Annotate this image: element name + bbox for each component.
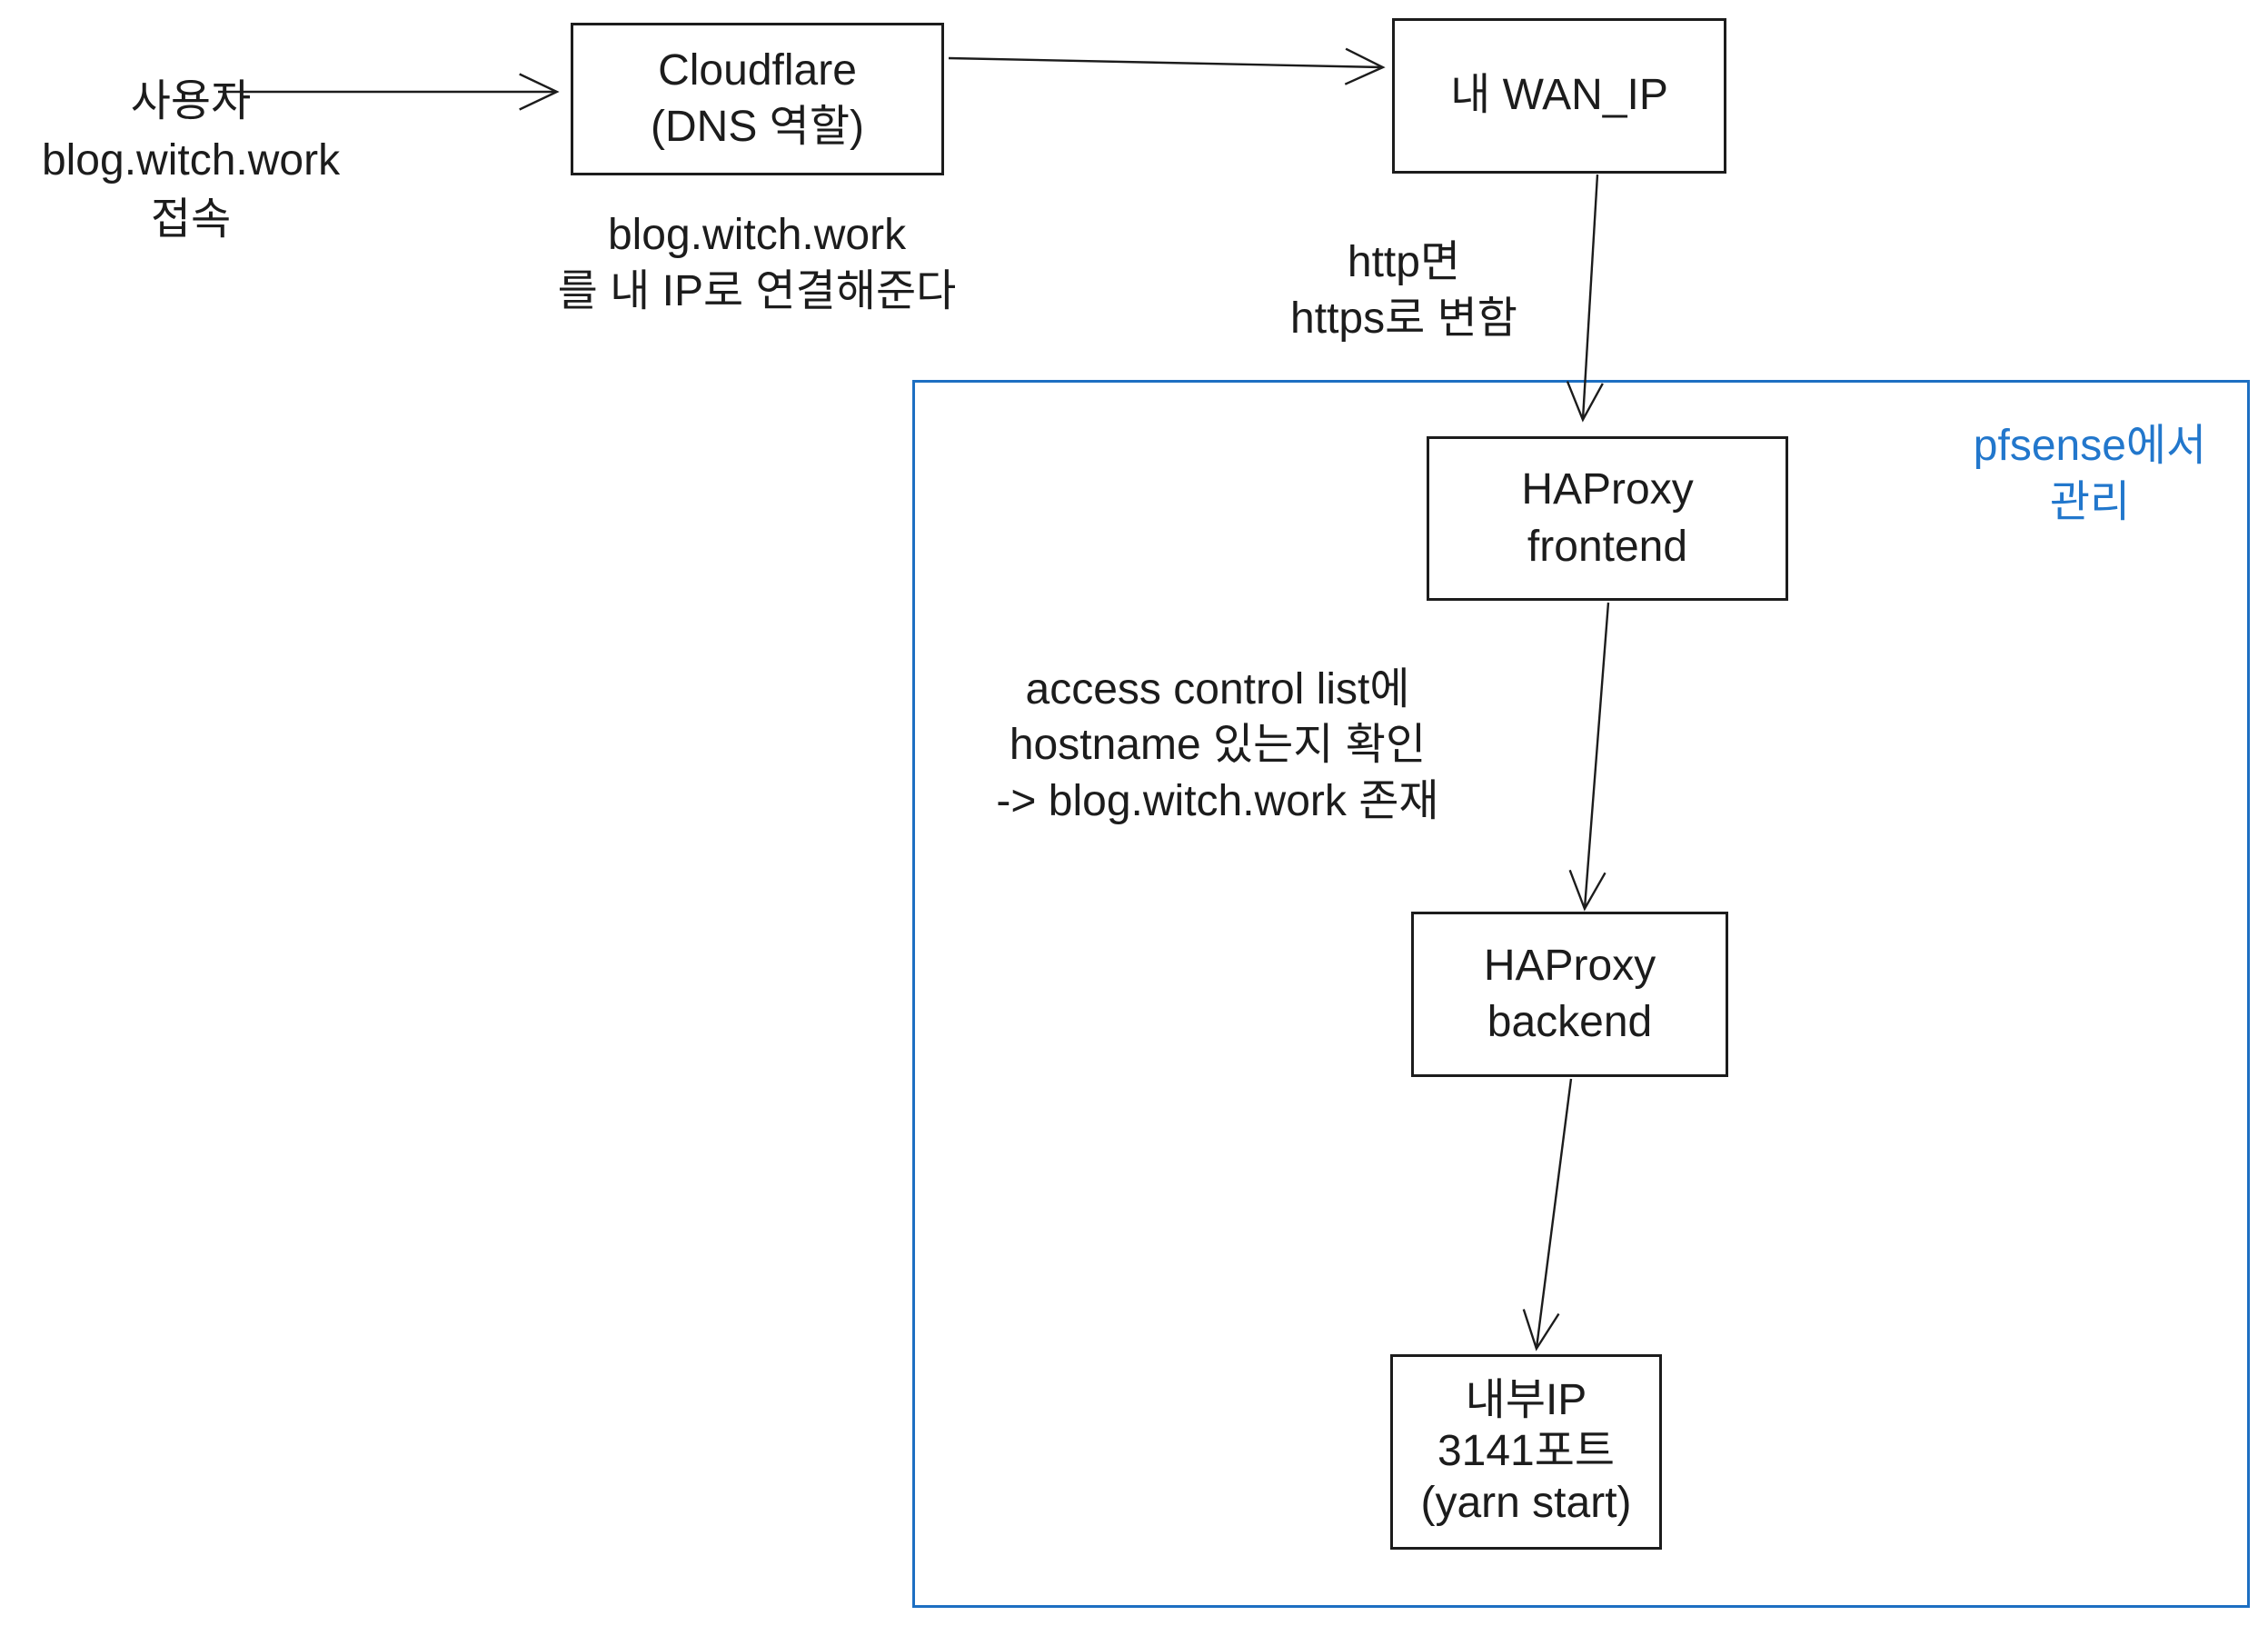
pfsense-region-label-line-1: pfsense에서 bbox=[1973, 422, 2207, 470]
wan-ip-node: 내 WAN_IP bbox=[1392, 18, 1726, 174]
http-redirect-note: http면 https로 변함 bbox=[1222, 234, 1586, 348]
cloudflare-node-subtitle: (DNS 역할) bbox=[651, 103, 864, 151]
haproxy-backend-node-line-2: backend bbox=[1487, 998, 1653, 1046]
haproxy-backend-node: HAProxy backend bbox=[1411, 912, 1728, 1077]
cloudflare-note-line-1: blog.witch.work bbox=[607, 211, 907, 259]
user-label: 사용자 blog.witch.work 접속 bbox=[0, 73, 382, 249]
http-redirect-note-line-1: http면 bbox=[1347, 238, 1461, 286]
haproxy-frontend-node-line-1: HAProxy bbox=[1521, 465, 1694, 514]
acl-check-note: access control list에 hostname 있는지 확인 -> … bbox=[981, 662, 1454, 829]
wan-ip-node-label: 내 WAN_IP bbox=[1450, 71, 1668, 120]
haproxy-backend-node-line-1: HAProxy bbox=[1483, 941, 1656, 990]
internal-server-node-line-2: 3141포트 bbox=[1437, 1427, 1616, 1476]
haproxy-frontend-node-line-2: frontend bbox=[1527, 522, 1688, 571]
cloudflare-node: Cloudflare (DNS 역할) bbox=[571, 23, 944, 175]
internal-server-node-line-3: (yarn start) bbox=[1420, 1478, 1632, 1527]
acl-check-note-line-1: access control list에 bbox=[1025, 665, 1410, 713]
http-redirect-note-line-2: https로 변함 bbox=[1290, 294, 1517, 344]
pfsense-region-label-line-2: 관리 bbox=[2049, 478, 2131, 527]
pfsense-region-label: pfsense에서 관리 bbox=[1935, 418, 2244, 532]
user-label-line-1: 사용자 bbox=[130, 77, 252, 125]
cloudflare-note-line-2: 를 내 IP로 연결해준다 bbox=[557, 267, 957, 316]
internal-server-node: 내부IP 3141포트 (yarn start) bbox=[1390, 1354, 1662, 1550]
internal-server-node-line-1: 내부IP bbox=[1465, 1376, 1587, 1425]
arrow-cloudflare-to-wan bbox=[948, 47, 1386, 85]
acl-check-note-line-3: -> blog.witch.work 존재 bbox=[996, 776, 1439, 825]
cloudflare-note: blog.witch.work 를 내 IP로 연결해준다 bbox=[484, 207, 1030, 321]
acl-check-note-line-2: hostname 있는지 확인 bbox=[1009, 721, 1427, 770]
haproxy-frontend-node: HAProxy frontend bbox=[1427, 436, 1788, 601]
cloudflare-node-title: Cloudflare bbox=[658, 45, 857, 95]
user-label-line-2: blog.witch.work bbox=[41, 135, 341, 185]
user-label-line-3: 접속 bbox=[150, 195, 232, 244]
